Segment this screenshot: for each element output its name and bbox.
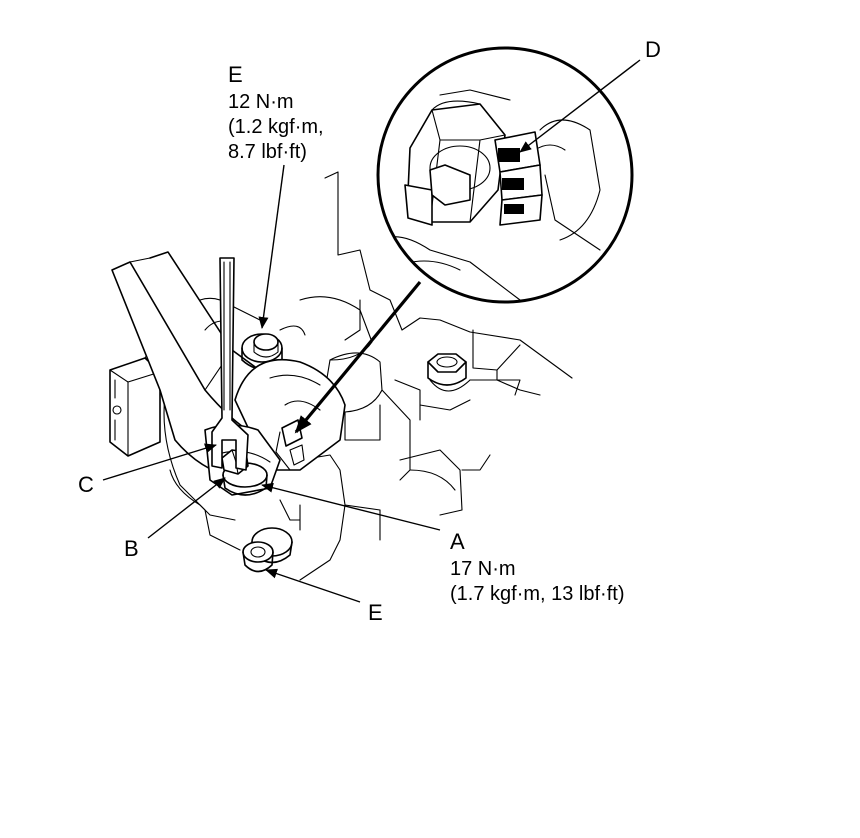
zoom-detail-circle: [376, 46, 634, 304]
callout-letter-e-bottom: E: [368, 600, 383, 625]
lower-bolt-e: [242, 527, 293, 573]
torque-e-line-1: 12 N·m: [228, 91, 294, 113]
wrench: [211, 257, 249, 471]
callout-letter-d: D: [645, 37, 661, 62]
block-bolt-top-right: [427, 353, 471, 392]
torque-e-line-3: 8.7 lbf·ft): [228, 141, 307, 163]
callout-a: A 17 N·m (1.7 kgf·m, 13 lbf·ft): [450, 529, 625, 605]
callout-letter-c: C: [78, 472, 94, 497]
callout-e-top: E 12 N·m (1.2 kgf·m, 8.7 lbf·ft): [228, 62, 324, 163]
torque-a-line-1: 17 N·m: [450, 558, 516, 580]
callout-letter-e-top: E: [228, 62, 243, 87]
callout-letter-b: B: [124, 536, 139, 561]
leader-lines: [102, 59, 641, 603]
torque-a-line-2: (1.7 kgf·m, 13 lbf·ft): [450, 583, 625, 605]
torque-e-line-2: (1.2 kgf·m,: [228, 116, 324, 138]
callout-letter-a: A: [450, 529, 465, 554]
zoom-pointer-arrow: [294, 280, 422, 434]
